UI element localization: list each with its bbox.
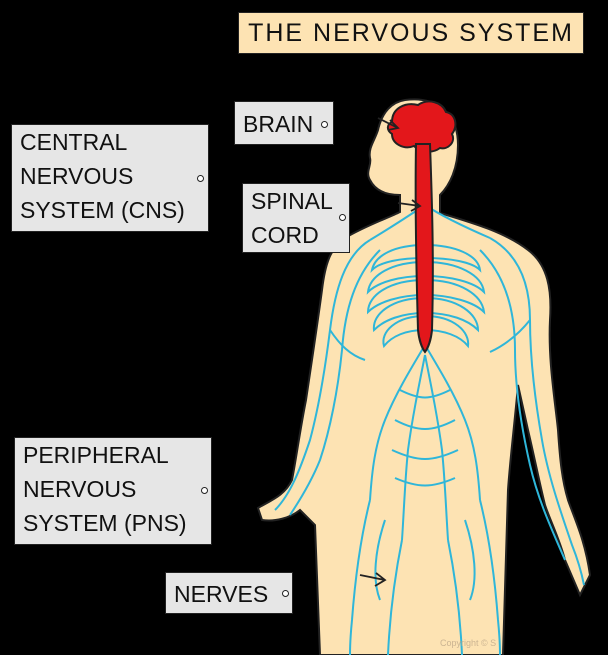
- central-nervous-system: [386, 100, 457, 354]
- copyright-watermark: Copyright © S: [440, 638, 497, 648]
- tag-hole-icon: [282, 590, 289, 597]
- tag-hole-icon: [197, 175, 204, 182]
- cns-label-line-1: CENTRAL: [20, 129, 128, 155]
- cns-label-tag: CENTRAL NERVOUS SYSTEM (CNS): [11, 124, 209, 232]
- cns-label-line-3: SYSTEM (CNS): [20, 197, 185, 223]
- brain-label: BRAIN: [243, 111, 314, 137]
- body-silhouette: [256, 98, 592, 655]
- pns-label-line-1: PERIPHERAL: [23, 442, 169, 468]
- nerves-arrow: [359, 572, 387, 587]
- tag-hole-icon: [201, 487, 208, 494]
- pns-label-line-3: SYSTEM (PNS): [23, 510, 187, 536]
- page-title: THE NERVOUS SYSTEM: [248, 18, 574, 47]
- nerves-label-tag: NERVES: [165, 572, 293, 614]
- tag-hole-icon: [339, 214, 346, 221]
- brain-label-tag: BRAIN: [234, 101, 334, 145]
- spinal-cord-shape: [414, 143, 434, 354]
- spinal-cord-arrow: [397, 199, 422, 212]
- spinal-cord-label-tag: SPINAL CORD: [242, 183, 350, 253]
- nerves-label: NERVES: [174, 581, 269, 607]
- pns-label-tag: PERIPHERAL NERVOUS SYSTEM (PNS): [14, 437, 212, 545]
- tag-hole-icon: [321, 121, 328, 128]
- title-banner: THE NERVOUS SYSTEM: [238, 12, 584, 54]
- brain-arrow: [377, 117, 400, 131]
- brain-shape: [386, 100, 457, 153]
- spinal-cord-label-line-2: CORD: [251, 222, 319, 248]
- cns-label-line-2: NERVOUS: [20, 163, 134, 189]
- pns-label-line-2: NERVOUS: [23, 476, 137, 502]
- pointer-arrows: [359, 117, 422, 587]
- spinal-cord-label-line-1: SPINAL: [251, 188, 333, 214]
